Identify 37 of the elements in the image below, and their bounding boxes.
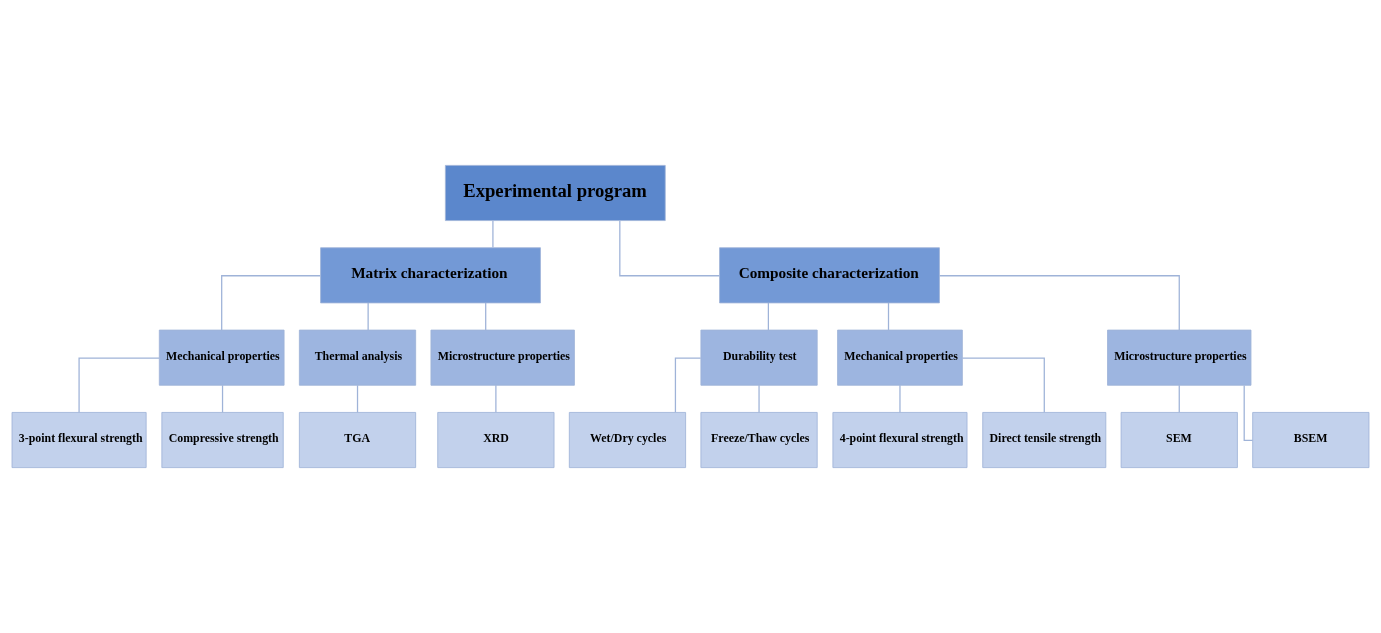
- connector: [495, 384, 497, 413]
- node-box: Mechanical properties: [837, 329, 963, 386]
- node-box: BSEM: [1252, 412, 1370, 469]
- node-box: Microstructure properties: [1107, 329, 1252, 386]
- connector: [367, 302, 369, 331]
- connector: [938, 275, 1180, 331]
- connector: [78, 357, 160, 413]
- connector: [961, 357, 1045, 413]
- node-box: Microstructure properties: [430, 329, 575, 386]
- connector: [899, 384, 901, 413]
- node-box: Compressive strength: [161, 412, 284, 469]
- connector: [619, 220, 721, 277]
- node-box: 4-point flexural strength: [832, 412, 968, 469]
- connector: [356, 384, 359, 413]
- node-box: Freeze/Thaw cycles: [700, 412, 818, 469]
- node-box: SEM: [1120, 412, 1238, 469]
- connector: [674, 357, 702, 413]
- connector: [767, 302, 770, 331]
- node-box: XRD: [437, 412, 555, 469]
- node-box: 3-point flexural strength: [11, 412, 147, 469]
- connector: [485, 302, 487, 331]
- node-box: Matrix characterization: [320, 247, 541, 304]
- connector: [1243, 384, 1254, 442]
- node-box: Durability test: [700, 329, 818, 386]
- connector: [758, 384, 760, 413]
- node-box: TGA: [298, 412, 417, 469]
- node-box: Composite characterization: [719, 247, 940, 304]
- connector: [1178, 384, 1180, 413]
- node-box: Mechanical properties: [158, 329, 285, 386]
- node-box: Wet/Dry cycles: [568, 412, 687, 469]
- connector: [221, 384, 224, 413]
- connector: [221, 275, 321, 331]
- node-box: Thermal analysis: [298, 329, 417, 386]
- node-box: Experimental program: [444, 164, 666, 221]
- connector: [492, 220, 494, 249]
- connector: [887, 302, 890, 331]
- node-box: Direct tensile strength: [982, 412, 1107, 469]
